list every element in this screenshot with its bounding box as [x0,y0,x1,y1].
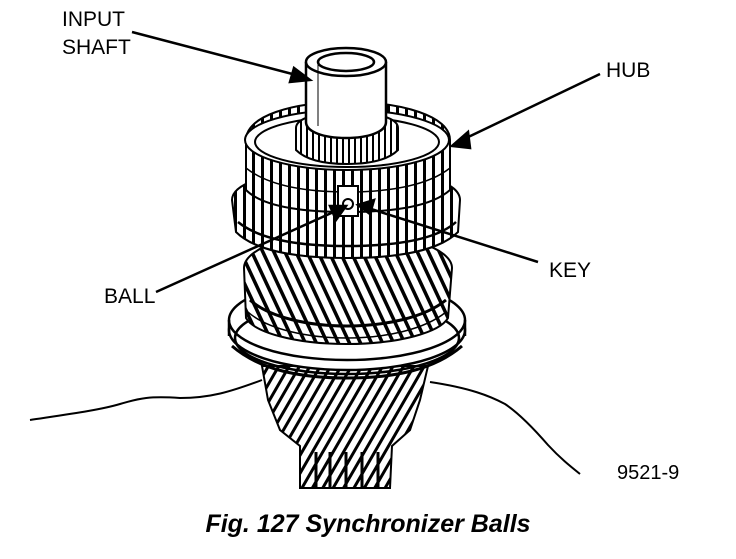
figure-caption: Fig. 127 Synchronizer Balls [0,510,736,539]
leader-lines [131,30,601,294]
caption-title: Synchronizer Balls [305,510,531,538]
surface-outline [29,379,581,475]
caption-number: Fig. 127 [205,510,299,538]
countershaft-gear [260,365,430,489]
callout-key: KEY [549,259,592,282]
helical-gear [242,230,454,346]
callout-shaft: SHAFT [62,36,131,59]
callout-hub: HUB [606,59,651,82]
figure-code: 9521-9 [617,462,680,484]
callout-ball: BALL [104,285,156,308]
input-shaft [304,46,388,140]
callout-input: INPUT [62,8,125,31]
